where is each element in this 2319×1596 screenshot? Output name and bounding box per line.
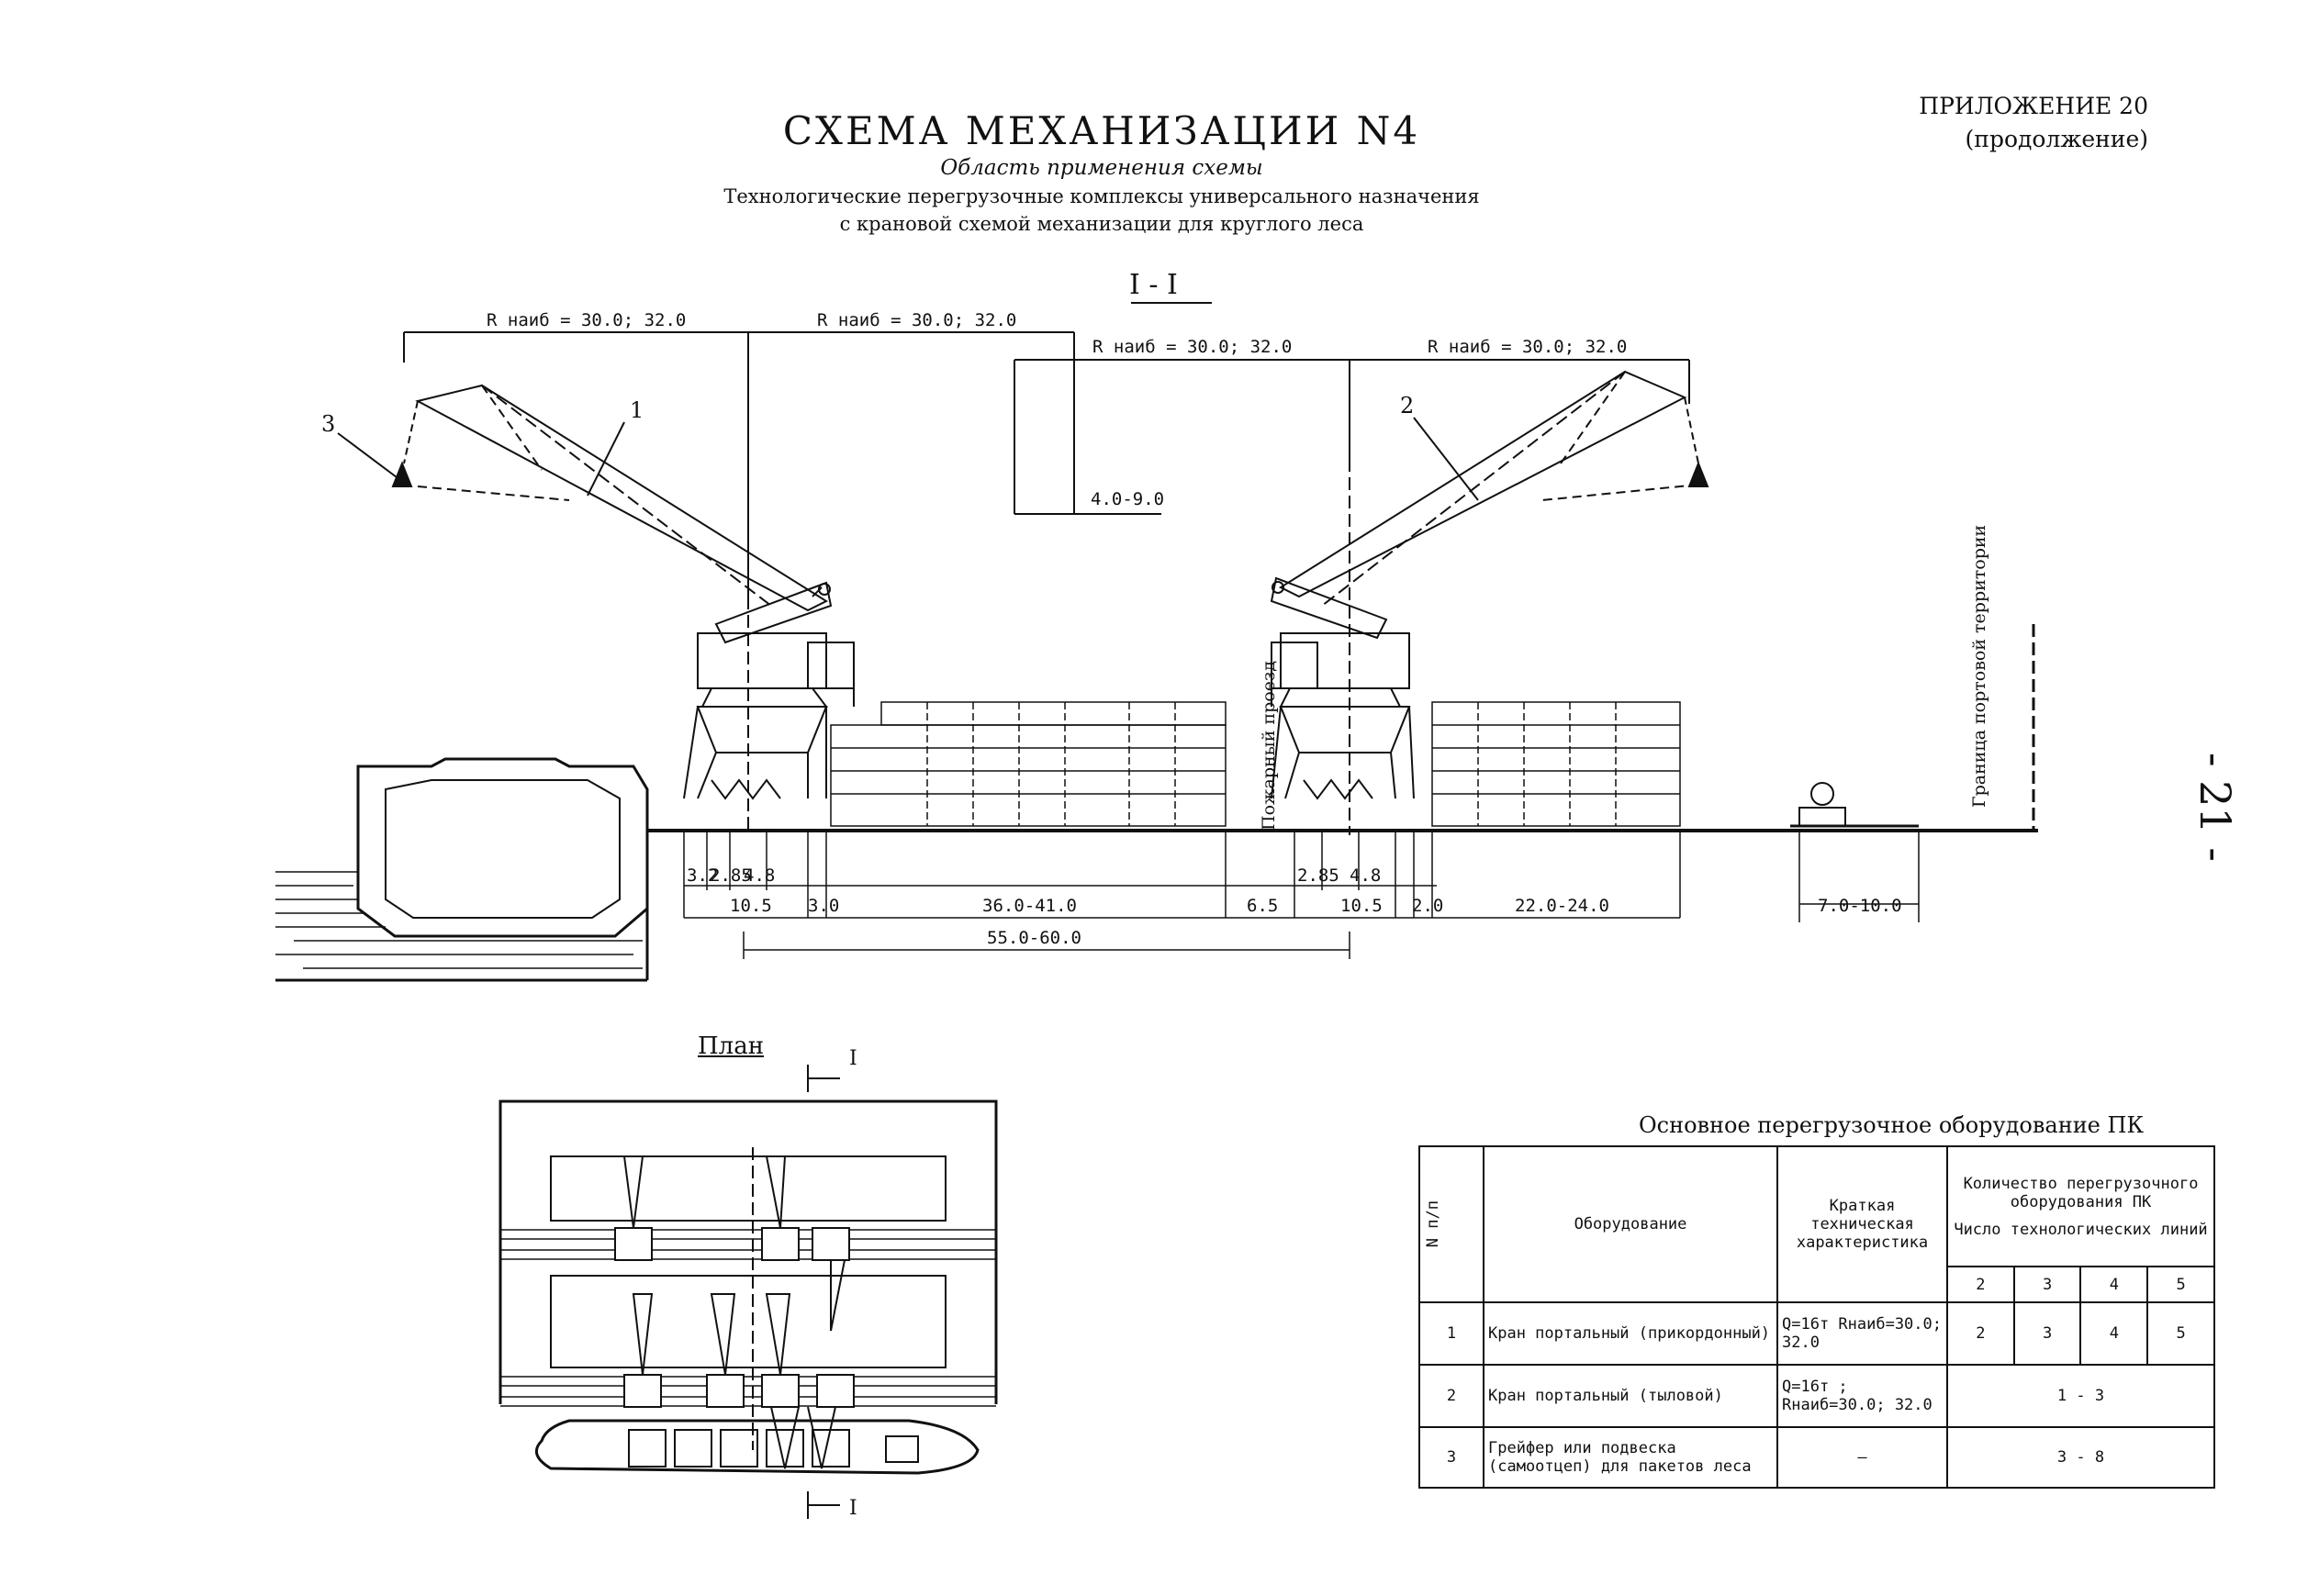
radius-label-right-1: R наиб = 30.0; 32.0 — [1092, 337, 1292, 357]
radius-label-left-2: R наиб = 30.0; 32.0 — [817, 310, 1016, 330]
portal-crane-front: 1 — [391, 384, 855, 835]
header-lines-text: Число технологических линий — [1954, 1220, 2208, 1239]
row-2-spec: Q=16т ; Rнаиб=30.0; 32.0 — [1776, 1364, 1948, 1428]
section-label: I - I — [1129, 269, 1178, 301]
header-lines-5: 5 — [2146, 1266, 2215, 1303]
header-num-text: N п/п — [1424, 1200, 1442, 1248]
vessel-hull — [356, 757, 649, 938]
row-1-count-5: 5 — [2146, 1301, 2215, 1366]
header-equipment: Оборудование — [1483, 1145, 1778, 1303]
dim-3-2: 3.2 — [687, 865, 718, 886]
callout-2: 2 — [1400, 393, 1414, 419]
dim-4-8-b: 4.8 — [1350, 865, 1381, 886]
port-boundary-text: Граница портовой территории — [1969, 525, 1989, 808]
timber-stack-front — [830, 701, 1227, 827]
header-num: N п/п — [1418, 1145, 1484, 1303]
radius-dimensions: R наиб = 30.0; 32.0 R наиб = 30.0; 32.0 … — [403, 310, 1690, 597]
dim-3-0: 3.0 — [808, 896, 839, 916]
plan-label: План — [698, 1032, 765, 1060]
scheme-description-line-2: с крановой схемой механизации для кругло… — [839, 213, 1364, 235]
equipment-table-caption: Основное перегрузочное оборудование ПК — [1638, 1112, 2145, 1138]
table-lines-row: 2 3 4 5 — [1419, 1266, 2215, 1303]
table-row: 3 Грейфер или подвеска (самоотцеп) для п… — [1418, 1426, 2215, 1489]
table-row: 2 Кран портальный (тыловой) Q=16т ; Rнаи… — [1418, 1364, 2215, 1428]
plan-section-mark-top: I — [849, 1047, 857, 1070]
dimension-chain — [683, 831, 1920, 959]
dim-10-5-b: 10.5 — [1340, 896, 1383, 916]
scheme-description-line-1: Технологические перегрузочные комплексы … — [723, 185, 1480, 207]
radius-label-left-1: R наиб = 30.0; 32.0 — [487, 310, 686, 330]
dim-4-8-a: 4.8 — [744, 865, 775, 886]
stack-height-dimension: 4.0-9.0 — [1014, 358, 1164, 515]
stack-height-label: 4.0-9.0 — [1091, 489, 1164, 509]
callout-1: 1 — [630, 397, 644, 423]
appendix-continuation: (продолжение) — [1965, 126, 2148, 152]
row-2-equipment: Кран портальный (тыловой) — [1483, 1364, 1778, 1428]
port-boundary-label: Граница портовой территории — [1969, 525, 1989, 808]
water — [275, 871, 643, 969]
row-1-num: 1 — [1418, 1301, 1484, 1366]
cross-section-drawing: I - I R наиб = 30.0; 32.0 R наиб = 30.0;… — [275, 269, 2038, 982]
table-row: 1 Кран портальный (прикордонный) Q=16т R… — [1418, 1301, 2215, 1366]
dim-36-41: 36.0-41.0 — [982, 896, 1077, 916]
row-3-equipment: Грейфер или подвеска (самоотцеп) для пак… — [1483, 1426, 1778, 1489]
dim-2-0: 2.0 — [1412, 896, 1443, 916]
header-lines-3: 3 — [2012, 1266, 2082, 1303]
table-header-row: N п/п Оборудование Краткая техническая х… — [1418, 1145, 2215, 1303]
scheme-scope-subtitle: Область применения схемы — [940, 156, 1263, 180]
row-1-equipment: Кран портальный (прикордонный) — [1483, 1301, 1778, 1366]
dim-6-5: 6.5 — [1247, 896, 1278, 916]
quay-surface — [275, 829, 2038, 982]
equipment-table: N п/п Оборудование Краткая техническая х… — [1418, 1145, 2215, 1489]
row-1-count-2: 2 — [1946, 1301, 2015, 1366]
portal-crane-rear: 2 — [1270, 370, 1709, 835]
vehicle-symbol — [1790, 782, 1919, 828]
appendix-number: ПРИЛОЖЕНИЕ 20 — [1919, 93, 2148, 119]
callout-3: 3 — [321, 411, 335, 437]
port-boundary: Граница портовой территории — [1969, 525, 2035, 831]
dim-7-10: 7.0-10.0 — [1818, 896, 1902, 916]
header-lines-2: 2 — [1946, 1266, 2015, 1303]
row-1-spec: Q=16т Rнаиб=30.0; 32.0 — [1776, 1301, 1948, 1366]
header-quantity-text: Количество перегрузочного оборудования П… — [1963, 1174, 2199, 1211]
dim-55-60: 55.0-60.0 — [987, 928, 1081, 948]
header-spec: Краткая техническая характеристика — [1776, 1145, 1948, 1303]
row-3-num: 3 — [1418, 1426, 1484, 1489]
row-1-count-3: 3 — [2012, 1301, 2082, 1366]
header-quantity: Количество перегрузочного оборудования П… — [1946, 1145, 2215, 1267]
row-3-spec: — — [1776, 1426, 1948, 1489]
dim-22-24: 22.0-24.0 — [1515, 896, 1609, 916]
timber-stack-rear — [1431, 701, 1681, 827]
row-3-count: 3 - 8 — [1946, 1426, 2215, 1489]
plan-section-mark-bottom: I — [849, 1497, 857, 1520]
dim-10-5-a: 10.5 — [730, 896, 772, 916]
fire-passage-label: Пожарный проезд — [1259, 661, 1279, 831]
radius-label-right-2: R наиб = 30.0; 32.0 — [1428, 337, 1627, 357]
header-lines-4: 4 — [2079, 1266, 2149, 1303]
appendix-label: ПРИЛОЖЕНИЕ 20 (продолжение) — [1873, 90, 2148, 156]
dim-2-85-b: 2.85 — [1297, 865, 1339, 886]
dim-2-85-a: 2.85 — [710, 865, 752, 886]
row-2-num: 2 — [1418, 1364, 1484, 1428]
dimension-labels-row1: 3.2 2.85 4.8 2.85 4.8 — [687, 865, 1381, 886]
page-title: СХЕМА МЕХАНИЗАЦИИ N4 — [782, 108, 1421, 153]
plan-drawing: I I — [499, 1047, 998, 1520]
dimension-labels-row2: 10.5 3.0 36.0-41.0 6.5 10.5 2.0 22.0-24.… — [730, 896, 1902, 916]
grab-attachment-callout: 3 — [321, 411, 398, 478]
row-2-count: 1 - 3 — [1946, 1364, 2215, 1428]
row-1-count-4: 4 — [2079, 1301, 2149, 1366]
